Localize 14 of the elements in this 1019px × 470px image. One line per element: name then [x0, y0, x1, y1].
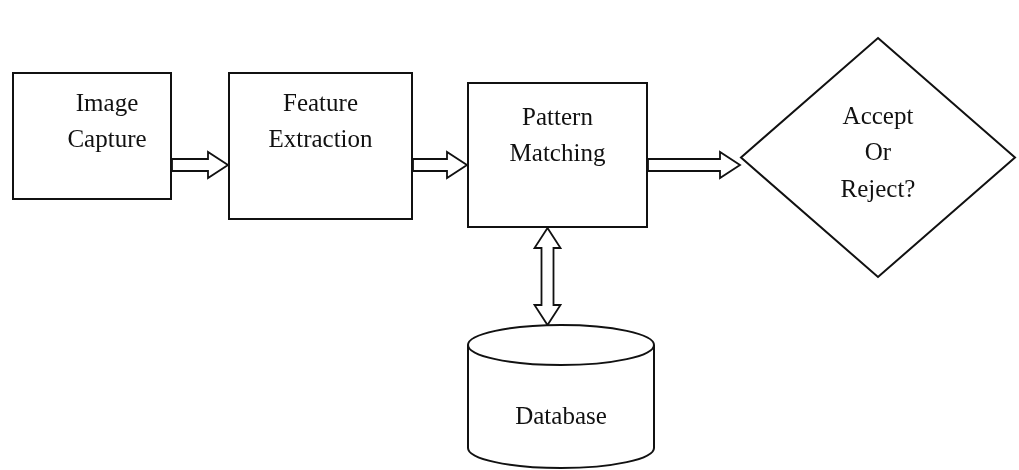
decision-diamond — [740, 37, 1016, 278]
node-label: Feature Extraction — [267, 87, 374, 154]
block-arrow — [532, 226, 563, 327]
node-label: Database — [515, 401, 607, 432]
node-label: Image Capture — [66, 87, 148, 154]
block-arrow — [647, 150, 742, 180]
process-box — [228, 72, 413, 220]
database-cylinder — [467, 325, 655, 468]
block-arrow — [171, 150, 230, 180]
process-box — [467, 82, 648, 228]
node-label: Accept Or Reject? — [839, 101, 917, 204]
process-box — [12, 72, 172, 200]
block-arrow — [412, 150, 469, 180]
node-label: Pattern Matching — [508, 101, 607, 168]
